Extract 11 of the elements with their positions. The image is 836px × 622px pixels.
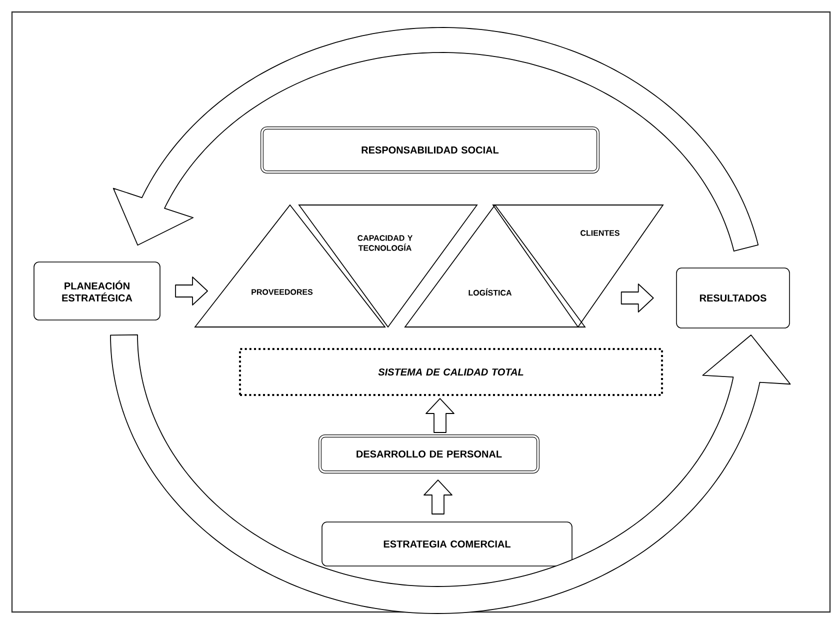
rounded-box: ESTRATEGIA COMERCIAL: [322, 522, 572, 566]
block-arrow: [175, 276, 208, 306]
block-arrow: [620, 284, 654, 312]
dotted-box: SISTEMA DE CALIDAD TOTAL: [239, 348, 663, 396]
block-arrow: [110, 334, 791, 614]
rounded-box: PLANEACIÓN ESTRATÉGICA: [34, 262, 160, 320]
rounded-box: RESULTADOS: [676, 268, 790, 328]
block-arrow: [426, 398, 454, 433]
double-border-box: RESPONSABILIDAD SOCIAL: [260, 126, 600, 174]
double-border-box: DESARROLLO DE PERSONAL: [318, 434, 540, 474]
block-arrow: [424, 480, 452, 514]
